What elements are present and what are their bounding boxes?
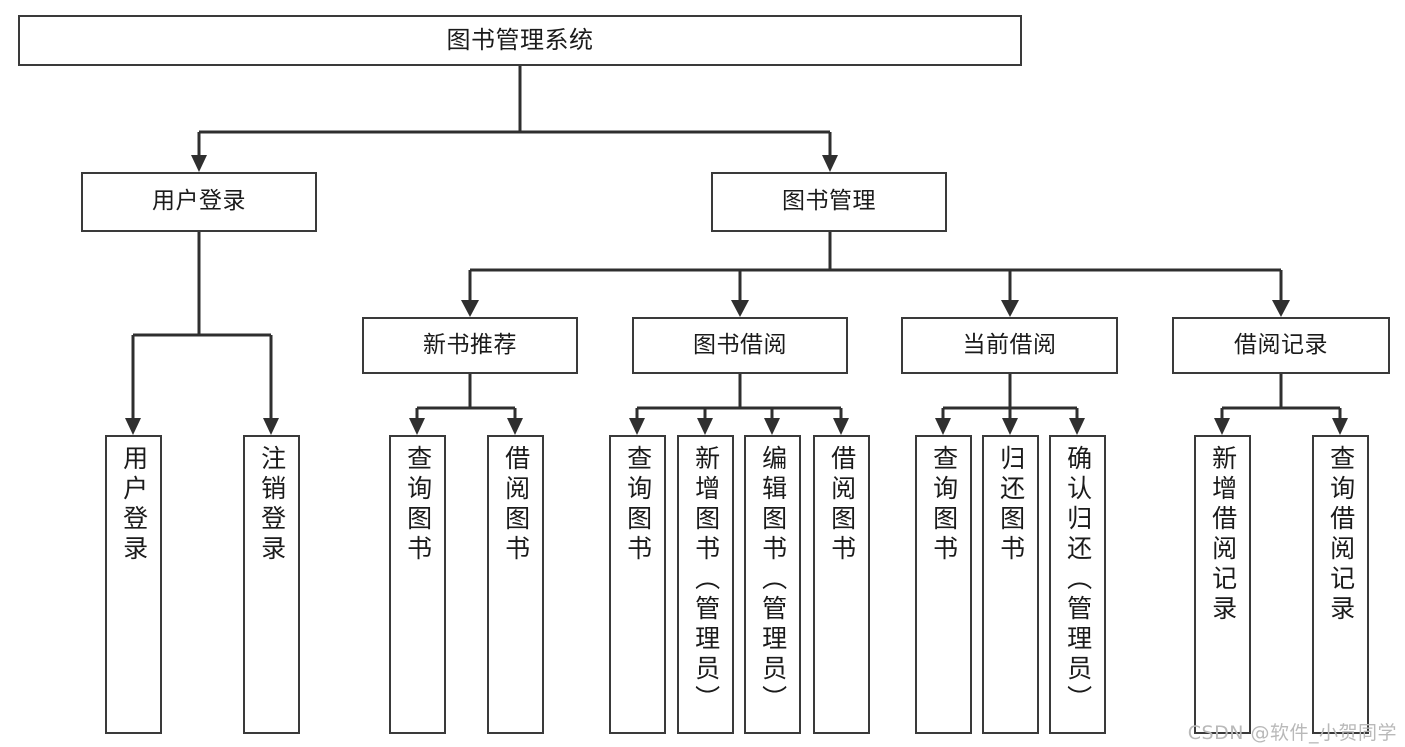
node-label: 借阅记录: [1234, 331, 1328, 358]
node-label: 编辑图书（管理员）: [758, 445, 788, 715]
node-root-system[interactable]: 图书管理系统: [18, 15, 1022, 66]
leaf-edit-book-admin[interactable]: 编辑图书（管理员）: [744, 435, 801, 734]
node-label: 新增借阅记录: [1208, 445, 1238, 625]
node-borrow-record[interactable]: 借阅记录: [1172, 317, 1390, 374]
leaf-borrow-book[interactable]: 借阅图书: [813, 435, 870, 734]
node-label: 图书管理: [782, 188, 876, 215]
node-label: 确认归还（管理员）: [1063, 445, 1093, 715]
node-label: 用户登录: [152, 188, 246, 215]
leaf-add-borrow-record[interactable]: 新增借阅记录: [1194, 435, 1251, 734]
node-book-manage[interactable]: 图书管理: [711, 172, 947, 232]
node-label: 查询图书: [403, 445, 433, 565]
node-label: 查询图书: [929, 445, 959, 565]
node-label: 新书推荐: [423, 331, 517, 358]
node-label: 用户登录: [119, 445, 149, 565]
node-label: 归还图书: [996, 445, 1026, 565]
leaf-borrow-book-recommend[interactable]: 借阅图书: [487, 435, 544, 734]
leaf-query-book-borrow[interactable]: 查询图书: [609, 435, 666, 734]
leaf-confirm-return-admin[interactable]: 确认归还（管理员）: [1049, 435, 1106, 734]
leaf-query-book-recommend[interactable]: 查询图书: [389, 435, 446, 734]
leaf-return-book[interactable]: 归还图书: [982, 435, 1039, 734]
node-label: 图书管理系统: [446, 26, 594, 55]
node-label: 查询借阅记录: [1326, 445, 1356, 625]
node-book-borrow[interactable]: 图书借阅: [632, 317, 848, 374]
node-label: 借阅图书: [501, 445, 531, 565]
node-user-login[interactable]: 用户登录: [81, 172, 317, 232]
leaf-user-login[interactable]: 用户登录: [105, 435, 162, 734]
leaf-query-borrow-record[interactable]: 查询借阅记录: [1312, 435, 1369, 734]
node-label: 注销登录: [257, 445, 287, 565]
node-label: 借阅图书: [827, 445, 857, 565]
node-label: 当前借阅: [962, 331, 1057, 358]
leaf-logout[interactable]: 注销登录: [243, 435, 300, 734]
leaf-add-book-admin[interactable]: 新增图书（管理员）: [677, 435, 734, 734]
node-label: 图书借阅: [693, 331, 787, 358]
node-new-book-recommend[interactable]: 新书推荐: [362, 317, 578, 374]
leaf-query-book-current[interactable]: 查询图书: [915, 435, 972, 734]
node-current-borrow[interactable]: 当前借阅: [901, 317, 1118, 374]
node-label: 新增图书（管理员）: [691, 445, 721, 715]
node-label: 查询图书: [623, 445, 653, 565]
